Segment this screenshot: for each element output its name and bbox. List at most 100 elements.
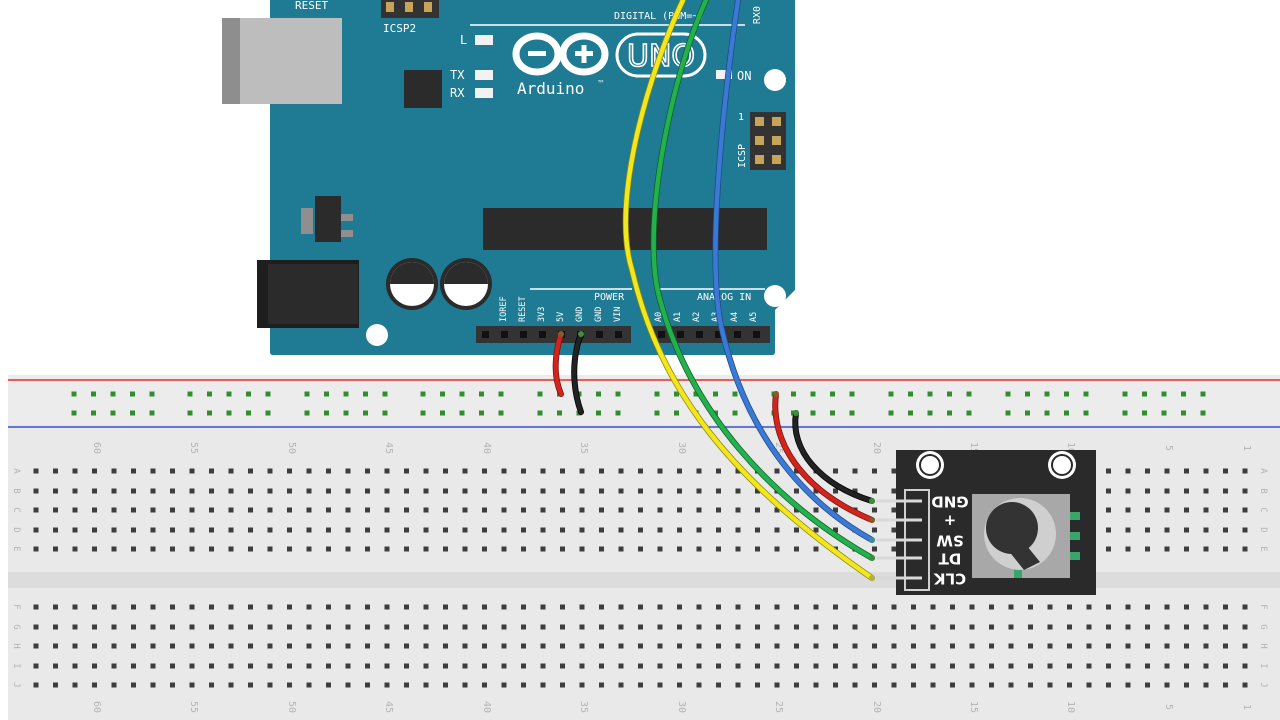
terminal-hole xyxy=(1086,604,1092,610)
wire-black-gnd xyxy=(572,331,584,415)
column-number: 50 xyxy=(286,442,297,454)
terminal-hole xyxy=(1223,624,1228,630)
terminal-hole xyxy=(306,468,312,474)
terminal-hole xyxy=(189,663,195,669)
reset-label: RESET xyxy=(295,0,328,12)
terminal-hole xyxy=(267,488,273,494)
column-number: 5 xyxy=(1163,704,1174,710)
terminal-hole xyxy=(540,546,546,552)
led-tx xyxy=(475,70,493,80)
terminal-hole xyxy=(755,604,760,610)
terminal-hole xyxy=(1145,604,1150,610)
terminal-hole xyxy=(53,682,58,688)
terminal-hole xyxy=(72,527,78,533)
terminal-hole xyxy=(1242,527,1248,533)
row-letter: C xyxy=(11,507,21,512)
terminal-hole xyxy=(1125,488,1131,494)
terminal-hole xyxy=(365,643,370,649)
header-socket xyxy=(539,331,546,338)
terminal-hole xyxy=(540,507,546,513)
terminal-hole xyxy=(228,663,234,669)
terminal-hole xyxy=(657,488,663,494)
terminal-hole xyxy=(482,507,487,513)
terminal-hole xyxy=(462,527,468,533)
terminal-hole xyxy=(1242,507,1248,513)
rail-hole xyxy=(1142,410,1147,416)
terminal-hole xyxy=(306,527,312,533)
terminal-hole xyxy=(501,682,507,688)
terminal-hole xyxy=(189,682,195,688)
terminal-hole xyxy=(53,604,58,610)
rail-hole xyxy=(91,391,96,397)
terminal-hole xyxy=(1028,604,1033,610)
terminal-hole xyxy=(1203,468,1209,474)
terminal-hole xyxy=(716,488,721,494)
terminal-hole xyxy=(287,546,292,552)
column-number: 25 xyxy=(773,701,784,713)
icsp2-header xyxy=(381,0,439,18)
terminal-hole xyxy=(638,624,643,630)
terminal-hole xyxy=(735,488,741,494)
terminal-hole xyxy=(345,663,351,669)
terminal-hole xyxy=(696,624,702,630)
terminal-hole xyxy=(209,604,214,610)
terminal-hole xyxy=(579,604,585,610)
rail-hole xyxy=(849,410,855,416)
terminal-hole xyxy=(228,527,234,533)
led-on xyxy=(716,70,732,79)
terminal-hole xyxy=(404,643,409,649)
terminal-hole xyxy=(1223,468,1228,474)
terminal-hole xyxy=(716,468,721,474)
terminal-hole xyxy=(755,682,760,688)
column-number: 35 xyxy=(578,701,589,713)
rail-hole xyxy=(596,410,601,416)
terminal-hole xyxy=(1008,643,1014,649)
terminal-hole xyxy=(443,604,448,610)
terminal-hole xyxy=(989,663,994,669)
terminal-hole xyxy=(833,643,838,649)
encoder-pin-label: + xyxy=(944,512,957,530)
terminal-hole xyxy=(150,488,156,494)
terminal-hole xyxy=(1203,643,1209,649)
terminal-hole xyxy=(170,488,175,494)
column-number: 30 xyxy=(676,442,687,454)
terminal-hole xyxy=(443,527,448,533)
terminal-hole xyxy=(443,507,448,513)
terminal-hole xyxy=(872,643,877,649)
terminal-hole xyxy=(404,488,409,494)
terminal-hole xyxy=(501,468,507,474)
terminal-hole xyxy=(638,546,643,552)
terminal-hole xyxy=(618,507,624,513)
terminal-hole xyxy=(1164,468,1170,474)
terminal-hole xyxy=(1223,643,1228,649)
terminal-hole xyxy=(209,682,214,688)
terminal-hole xyxy=(53,468,58,474)
rail-hole xyxy=(1005,391,1011,397)
terminal-hole xyxy=(560,624,565,630)
column-number: 40 xyxy=(481,442,492,454)
terminal-hole xyxy=(228,507,234,513)
terminal-hole xyxy=(209,527,214,533)
row-letter: A xyxy=(1258,468,1268,474)
terminal-hole xyxy=(92,663,97,669)
terminal-hole xyxy=(599,507,604,513)
terminal-hole xyxy=(1242,682,1248,688)
terminal-hole xyxy=(326,604,331,610)
analog-header xyxy=(652,326,770,343)
terminal-hole xyxy=(696,604,702,610)
column-number: 60 xyxy=(91,701,102,713)
terminal-hole xyxy=(1008,624,1014,630)
terminal-hole xyxy=(248,527,253,533)
terminal-hole xyxy=(1223,546,1228,552)
terminal-hole xyxy=(1164,663,1170,669)
terminal-hole xyxy=(657,604,663,610)
power-pin-label: GND xyxy=(575,307,585,322)
terminal-hole xyxy=(189,527,195,533)
terminal-hole xyxy=(716,643,721,649)
terminal-hole xyxy=(1145,488,1150,494)
terminal-hole xyxy=(53,507,58,513)
rail-hole xyxy=(479,410,484,416)
terminal-hole xyxy=(813,682,819,688)
terminal-hole xyxy=(1067,663,1072,669)
